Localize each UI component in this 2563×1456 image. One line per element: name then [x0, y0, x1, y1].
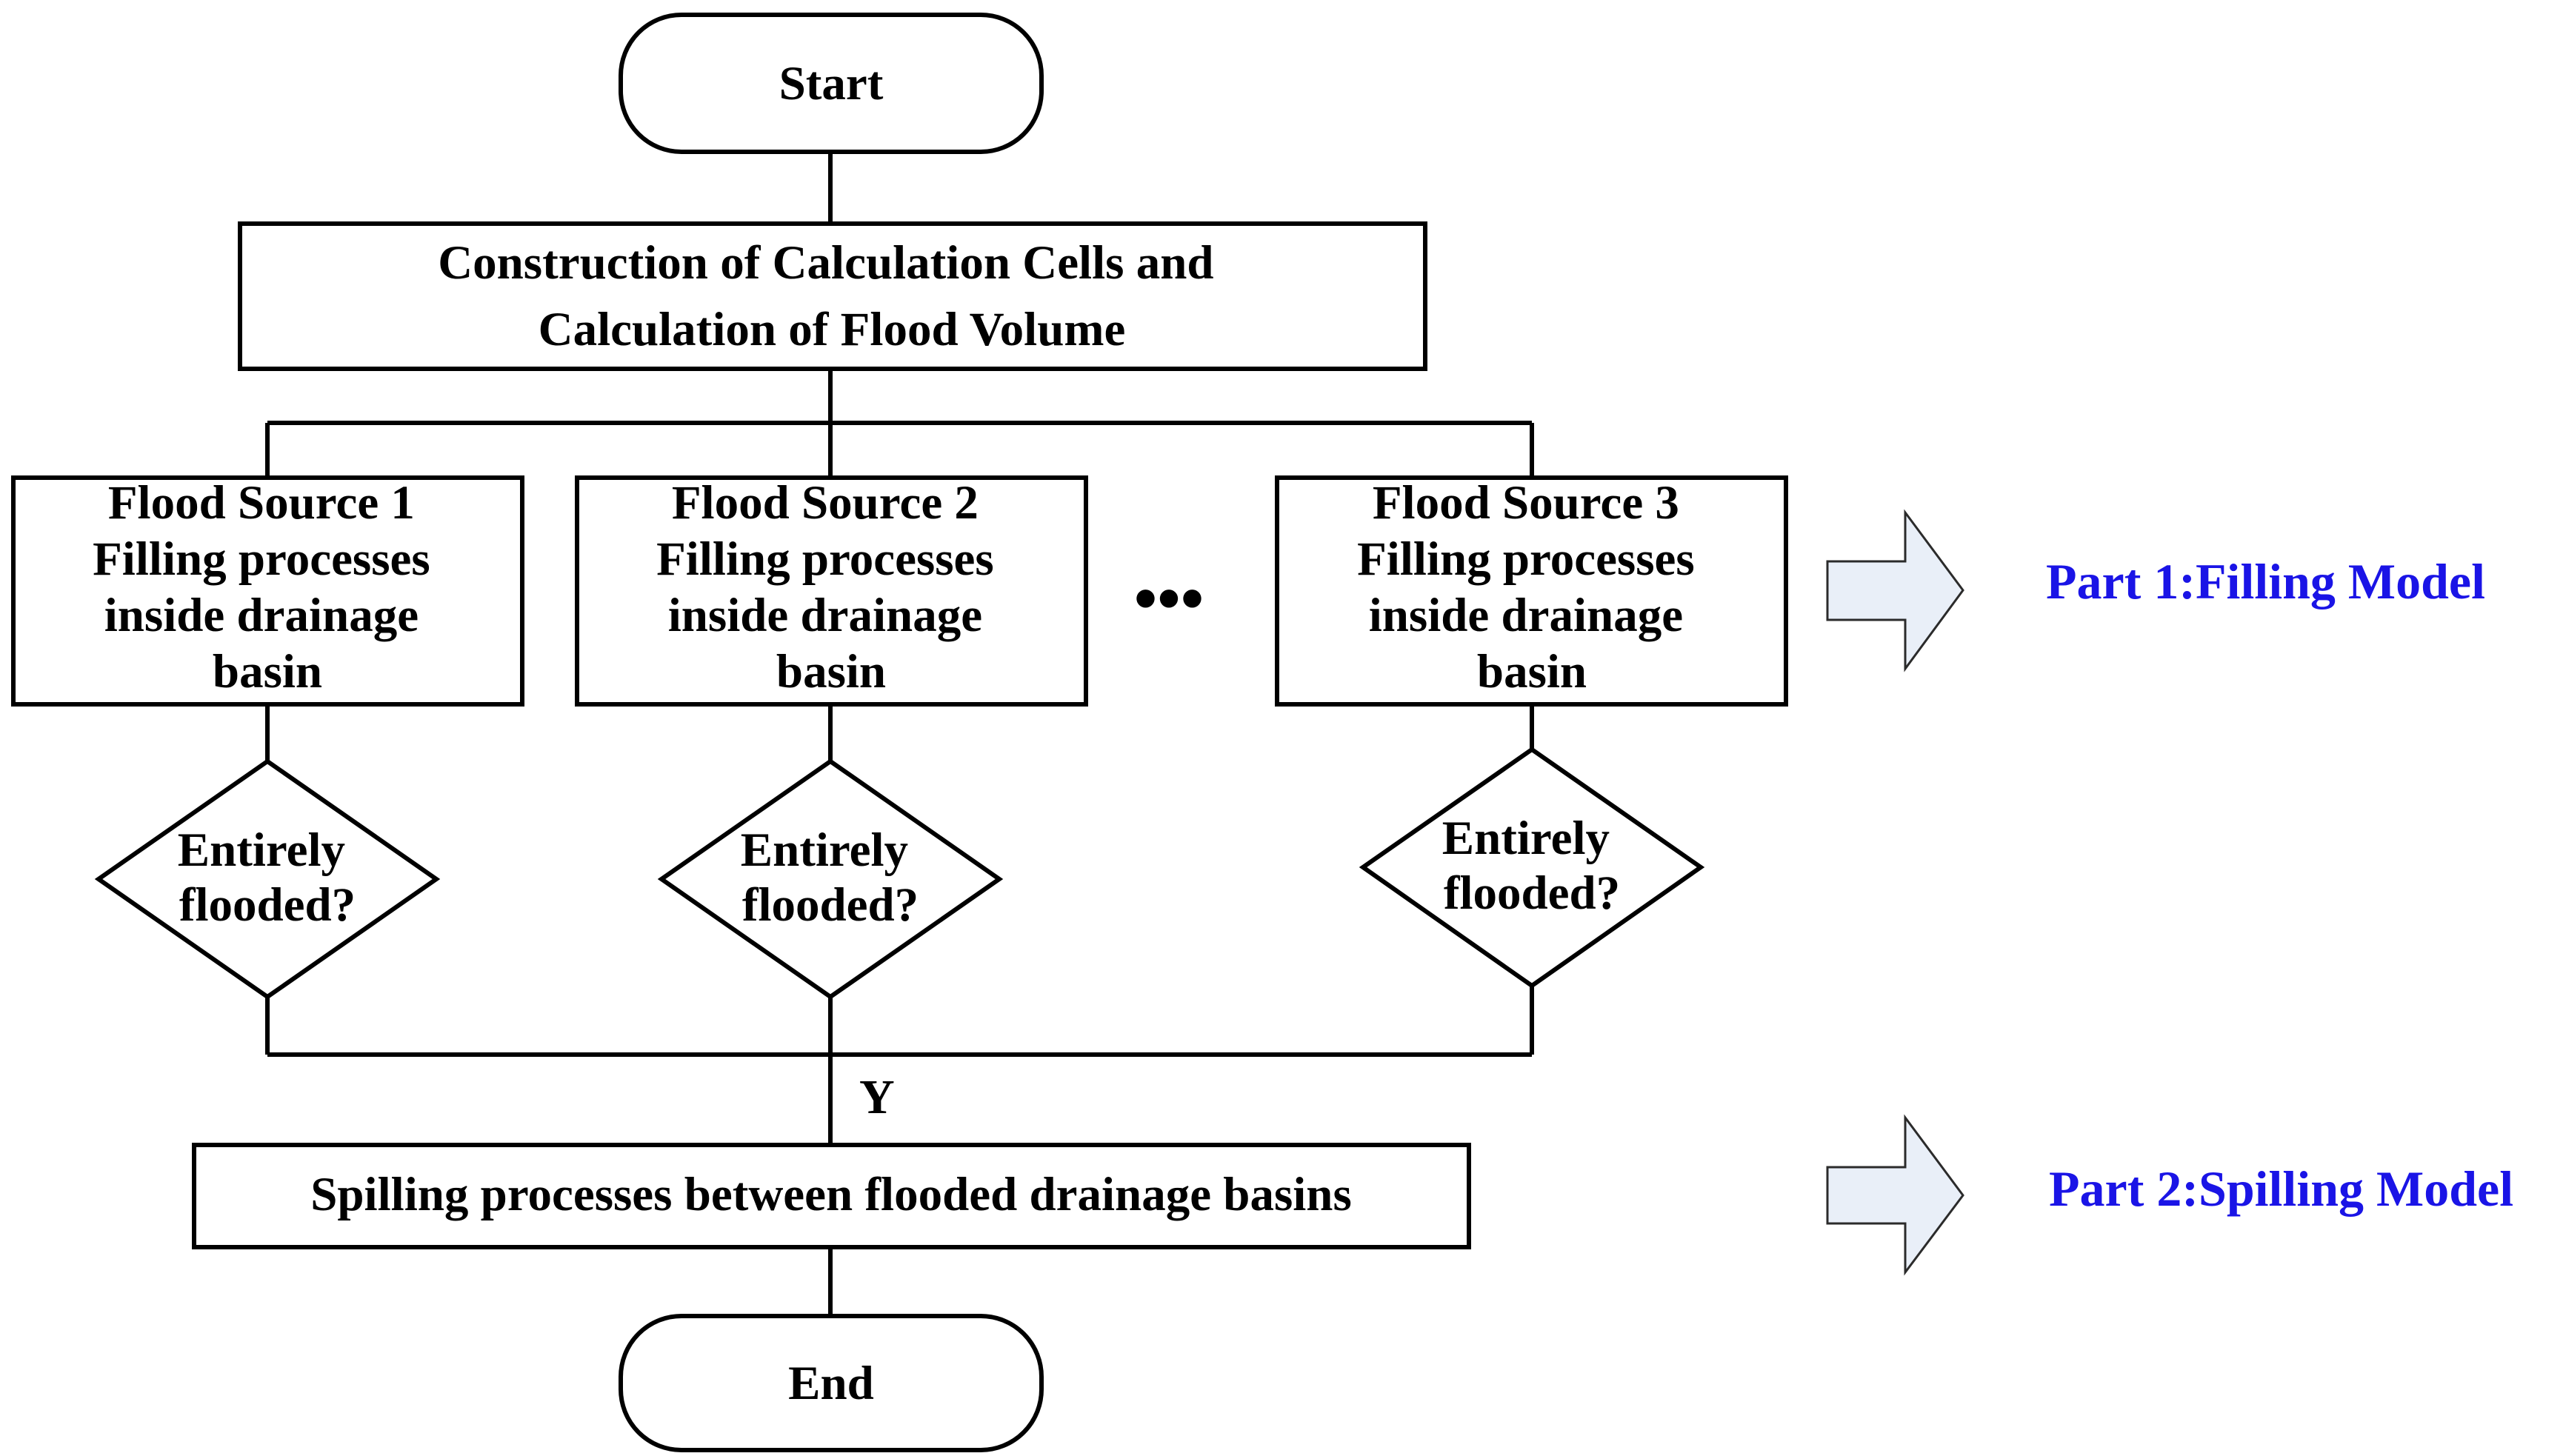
decision-3-line-2: flooded? [1444, 866, 1620, 920]
construction-line-1: Construction of Calculation Cells and [438, 236, 1213, 290]
flood-source-1-line-2: Filling processes [93, 532, 430, 586]
spilling-process: Spilling processes between flooded drain… [192, 1143, 1471, 1249]
decision-1-label: Entirely flooded? [178, 824, 358, 932]
flood-source-1-line-4: basin [213, 645, 322, 698]
right-arrow-icon [1826, 509, 1964, 672]
part-1-label: Part 1:Filling Model [2046, 553, 2485, 610]
flood-source-2-process: Flood Source 2 Filling processes inside … [575, 475, 1088, 707]
decision-2-line-2: flooded? [742, 878, 919, 932]
flood-source-1-line-1: Flood Source 1 [108, 476, 415, 530]
flood-source-2-line-1: Flood Source 2 [672, 476, 979, 530]
flood-source-3-process: Flood Source 3 Filling processes inside … [1275, 475, 1788, 707]
flood-source-3-line-3: inside drainage [1369, 589, 1683, 642]
decision-3-line-1: Entirely [1442, 812, 1610, 865]
flood-source-3-line-1: Flood Source 3 [1373, 476, 1679, 530]
start-label: Start [779, 57, 884, 110]
flood-source-3-line-4: basin [1477, 645, 1587, 698]
decision-1-line-1: Entirely [178, 824, 345, 877]
right-arrow-icon [1826, 1114, 1964, 1276]
start-node: Start [619, 13, 1044, 154]
spilling-label: Spilling processes between flooded drain… [310, 1168, 1352, 1221]
flood-source-2-line-3: inside drainage [668, 589, 982, 642]
yes-edge-label: Y [859, 1070, 895, 1124]
part-2-label: Part 2:Spilling Model [2049, 1161, 2513, 1217]
decision-3: Entirely flooded? [1359, 747, 1705, 989]
flood-source-2-line-4: basin [776, 645, 886, 698]
flood-source-2-line-2: Filling processes [656, 532, 994, 586]
connectors [265, 152, 1534, 1316]
decision-2-line-1: Entirely [741, 824, 908, 877]
construction-process: Construction of Calculation Cells and Ca… [238, 221, 1427, 371]
flood-source-3-line-2: Filling processes [1357, 532, 1695, 586]
decision-1: Entirely flooded? [94, 758, 441, 1000]
flood-source-1-line-3: inside drainage [104, 589, 419, 642]
decision-2: Entirely flooded? [657, 758, 1004, 1000]
decision-1-line-2: flooded? [179, 878, 356, 932]
flood-source-3-label: Flood Source 3 Filling processes inside … [1357, 476, 1707, 698]
construction-line-2: Calculation of Flood Volume [539, 303, 1126, 356]
flood-source-1-label: Flood Source 1 Filling processes inside … [93, 476, 442, 698]
end-node: End [619, 1314, 1044, 1452]
decision-3-label: Entirely flooded? [1442, 812, 1622, 920]
decision-2-label: Entirely flooded? [741, 824, 921, 932]
flood-source-2-label: Flood Source 2 Filling processes inside … [656, 476, 1006, 698]
more-sources-ellipsis: ••• [1134, 562, 1204, 635]
flood-source-1-process: Flood Source 1 Filling processes inside … [11, 475, 524, 707]
construction-label: Construction of Calculation Cells and Ca… [438, 236, 1226, 356]
end-label: End [788, 1357, 874, 1410]
